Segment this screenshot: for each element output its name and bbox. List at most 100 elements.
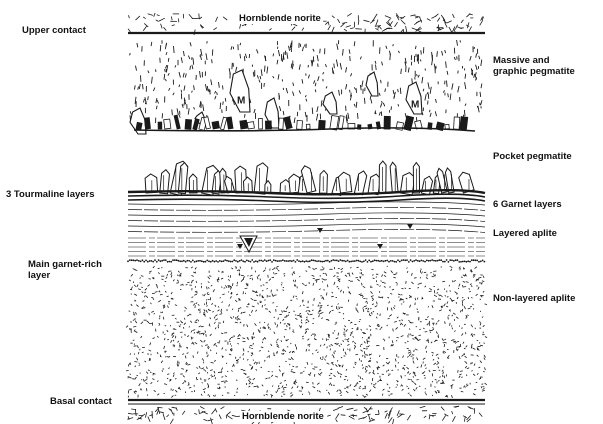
aplite-speck: [473, 348, 476, 349]
garnet-dot: [205, 261, 207, 263]
aplite-speck: [267, 288, 268, 289]
norite-mark: [414, 21, 419, 25]
aplite-speck: [208, 347, 209, 349]
aplite-speck: [425, 368, 426, 369]
garnet-dot: [471, 259, 473, 261]
aplite-speck: [466, 362, 467, 364]
aplite-speck: [155, 292, 158, 293]
garnet-dot: [215, 260, 217, 262]
aplite-speck: [380, 314, 381, 316]
norite-mark: [350, 28, 354, 29]
aplite-speck: [258, 387, 259, 388]
aplite-speck: [320, 307, 322, 309]
garnet-dot: [439, 259, 441, 261]
aplite-speck: [210, 318, 211, 320]
aplite-speck: [208, 378, 210, 379]
graphic-texture-mark: [143, 84, 144, 89]
graphic-texture-mark: [143, 99, 144, 103]
graphic-texture-mark: [323, 72, 324, 74]
aplite-speck: [359, 388, 361, 389]
norite-mark: [415, 17, 418, 18]
graphic-texture-mark: [164, 74, 165, 80]
aplite-speck: [319, 289, 321, 290]
aplite-speck: [199, 366, 200, 369]
aplite-speck: [324, 280, 327, 281]
aplite-speck: [291, 369, 292, 370]
aplite-speck: [299, 325, 301, 327]
aplite-speck: [437, 364, 439, 365]
aplite-speck: [157, 394, 159, 396]
aplite-speck: [432, 352, 434, 353]
garnet-dot: [406, 259, 408, 261]
norite-mark: [368, 414, 371, 415]
graphic-texture-mark: [317, 106, 318, 112]
norite-mark: [336, 419, 338, 422]
graphic-texture-mark: [376, 65, 377, 71]
main-garnet-rich-layer-line: [127, 259, 485, 263]
graphic-texture-mark: [284, 56, 285, 60]
aplite-speck: [483, 291, 484, 292]
aplite-speck: [426, 278, 428, 279]
aplite-speck: [292, 331, 294, 332]
aplite-speck: [247, 324, 248, 327]
graphic-texture-mark: [398, 104, 399, 106]
norite-mark: [354, 410, 358, 411]
aplite-speck: [138, 352, 139, 354]
aplite-speck: [237, 388, 238, 390]
aplite-speck: [183, 375, 185, 377]
pocket-crystal: [354, 170, 367, 195]
norite-mark: [406, 26, 407, 32]
aplite-speck: [191, 337, 192, 340]
aplite-speck: [138, 289, 141, 290]
norite-mark: [341, 415, 346, 416]
aplite-speck: [238, 343, 239, 344]
aplite-speck: [279, 366, 280, 367]
aplite-speck: [251, 298, 254, 300]
aplite-speck: [466, 282, 469, 283]
aplite-speck: [134, 330, 135, 332]
aplite-speck: [172, 390, 173, 391]
aplite-speck: [322, 267, 323, 268]
norite-mark: [437, 18, 440, 22]
graphic-texture-mark: [470, 56, 472, 61]
aplite-speck: [426, 393, 427, 395]
aplite-speck: [412, 273, 413, 276]
aplite-speck: [470, 271, 473, 272]
norite-mark: [167, 415, 169, 417]
aplite-speck: [284, 380, 286, 381]
aplite-speck: [355, 354, 358, 355]
graphic-texture-mark: [292, 64, 293, 69]
aplite-speck: [268, 351, 269, 352]
garnet-dot: [158, 259, 160, 261]
garnet-dot: [412, 261, 414, 263]
norite-mark: [203, 419, 207, 420]
aplite-speck: [210, 326, 211, 327]
norite-mark: [170, 419, 173, 424]
aplite-speck: [187, 336, 189, 337]
aplite-speck: [269, 279, 271, 281]
garnet-dot: [264, 259, 266, 261]
aplite-speck: [324, 344, 325, 346]
graphic-texture-mark: [212, 59, 213, 63]
graphic-texture-mark: [192, 57, 193, 60]
aplite-speck: [436, 296, 437, 297]
aplite-speck: [305, 329, 307, 330]
aplite-speck: [432, 329, 434, 330]
aplite-speck: [325, 359, 326, 361]
aplite-speck: [306, 271, 308, 272]
aplite-speck: [238, 309, 239, 311]
aplite-speck: [481, 386, 482, 388]
garnet-dot: [165, 259, 167, 261]
norite-mark: [328, 25, 331, 30]
garnet-dot: [190, 261, 192, 263]
aplite-speck: [133, 326, 136, 327]
aplite-speck: [215, 319, 218, 321]
aplite-speck: [225, 285, 227, 288]
garnet-marker: [377, 244, 383, 249]
aplite-speck: [179, 345, 180, 346]
aplite-speck: [184, 323, 186, 325]
aplite-speck: [392, 370, 394, 371]
aplite-speck: [479, 322, 480, 323]
graphic-texture-mark: [192, 91, 193, 93]
aplite-speck: [301, 322, 302, 324]
